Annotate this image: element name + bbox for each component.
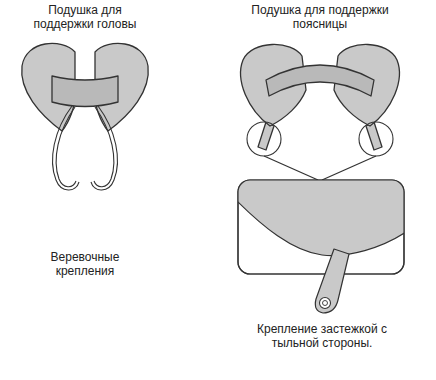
snap-fastener: [320, 298, 331, 309]
part-name: Подушка для поддержки поясницы: [244, 3, 396, 31]
part-name: Веревочные крепления: [35, 250, 135, 278]
inset-pillow-edge: [238, 180, 404, 256]
rope-fasteners: [53, 106, 118, 190]
lumbar-tab-right: [366, 122, 382, 150]
detail-callouts: [247, 122, 393, 180]
head-pillow-band: [52, 76, 118, 107]
inset-snap-tab: [315, 249, 349, 313]
part-name: Подушка для поддержки головы: [21, 3, 149, 31]
lumbar-pillow-band: [266, 65, 374, 96]
callout-note: Крепление застежкой с тыльной стороны.: [236, 322, 408, 350]
lumbar-tab-left: [258, 122, 274, 150]
